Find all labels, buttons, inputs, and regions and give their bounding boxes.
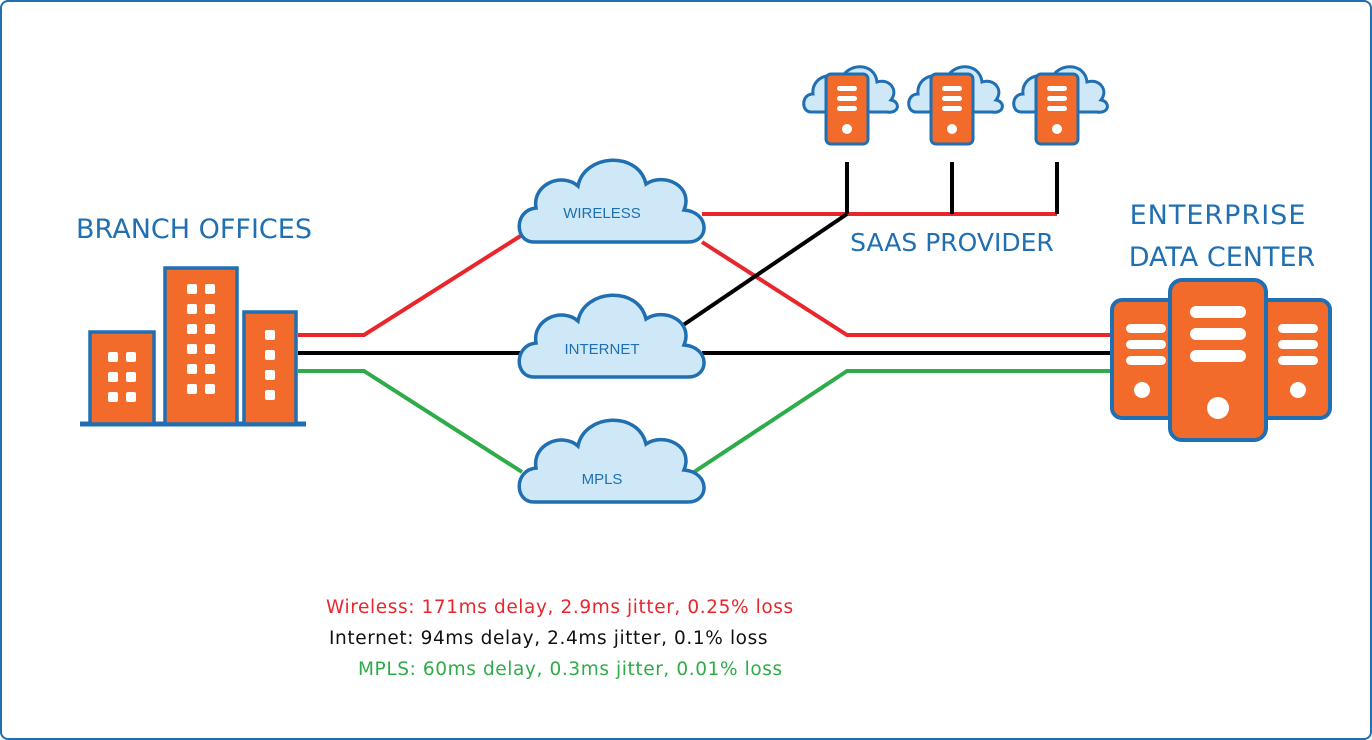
branch-offices-buildings (80, 266, 306, 427)
internet-cloud: INTERNET (517, 293, 706, 379)
saas-server-2 (907, 65, 1004, 146)
legend-internet: Internet: 94ms delay, 2.4ms jitter, 0.1%… (329, 628, 769, 649)
saas-server-3 (1012, 65, 1109, 146)
wireless-cloud-label: WIRELESS (563, 205, 641, 222)
saas-provider-label: SAAS PROVIDER (850, 228, 1054, 257)
branch-offices-label: BRANCH OFFICES (76, 214, 312, 245)
mpls-link (298, 369, 1114, 474)
legend-wireless: Wireless: 171ms delay, 2.9ms jitter, 0.2… (326, 597, 794, 618)
internet-cloud-label: INTERNET (565, 341, 640, 358)
legend-mpls: MPLS: 60ms delay, 0.3ms jitter, 0.01% lo… (358, 659, 783, 680)
wireless-link (298, 212, 1114, 337)
performance-legend: Wireless: 171ms delay, 2.9ms jitter, 0.2… (252, 592, 972, 685)
mpls-cloud-label: MPLS (582, 471, 623, 488)
wireless-cloud: WIRELESS (517, 158, 706, 244)
saas-server-1 (802, 65, 899, 146)
data-center-servers (1110, 278, 1332, 442)
mpls-cloud: MPLS (517, 418, 706, 504)
enterprise-label: ENTERPRISE (1130, 200, 1307, 231)
saas-link (845, 162, 1059, 216)
internet-link (298, 212, 1114, 355)
data-center-label: DATA CENTER (1129, 242, 1316, 273)
